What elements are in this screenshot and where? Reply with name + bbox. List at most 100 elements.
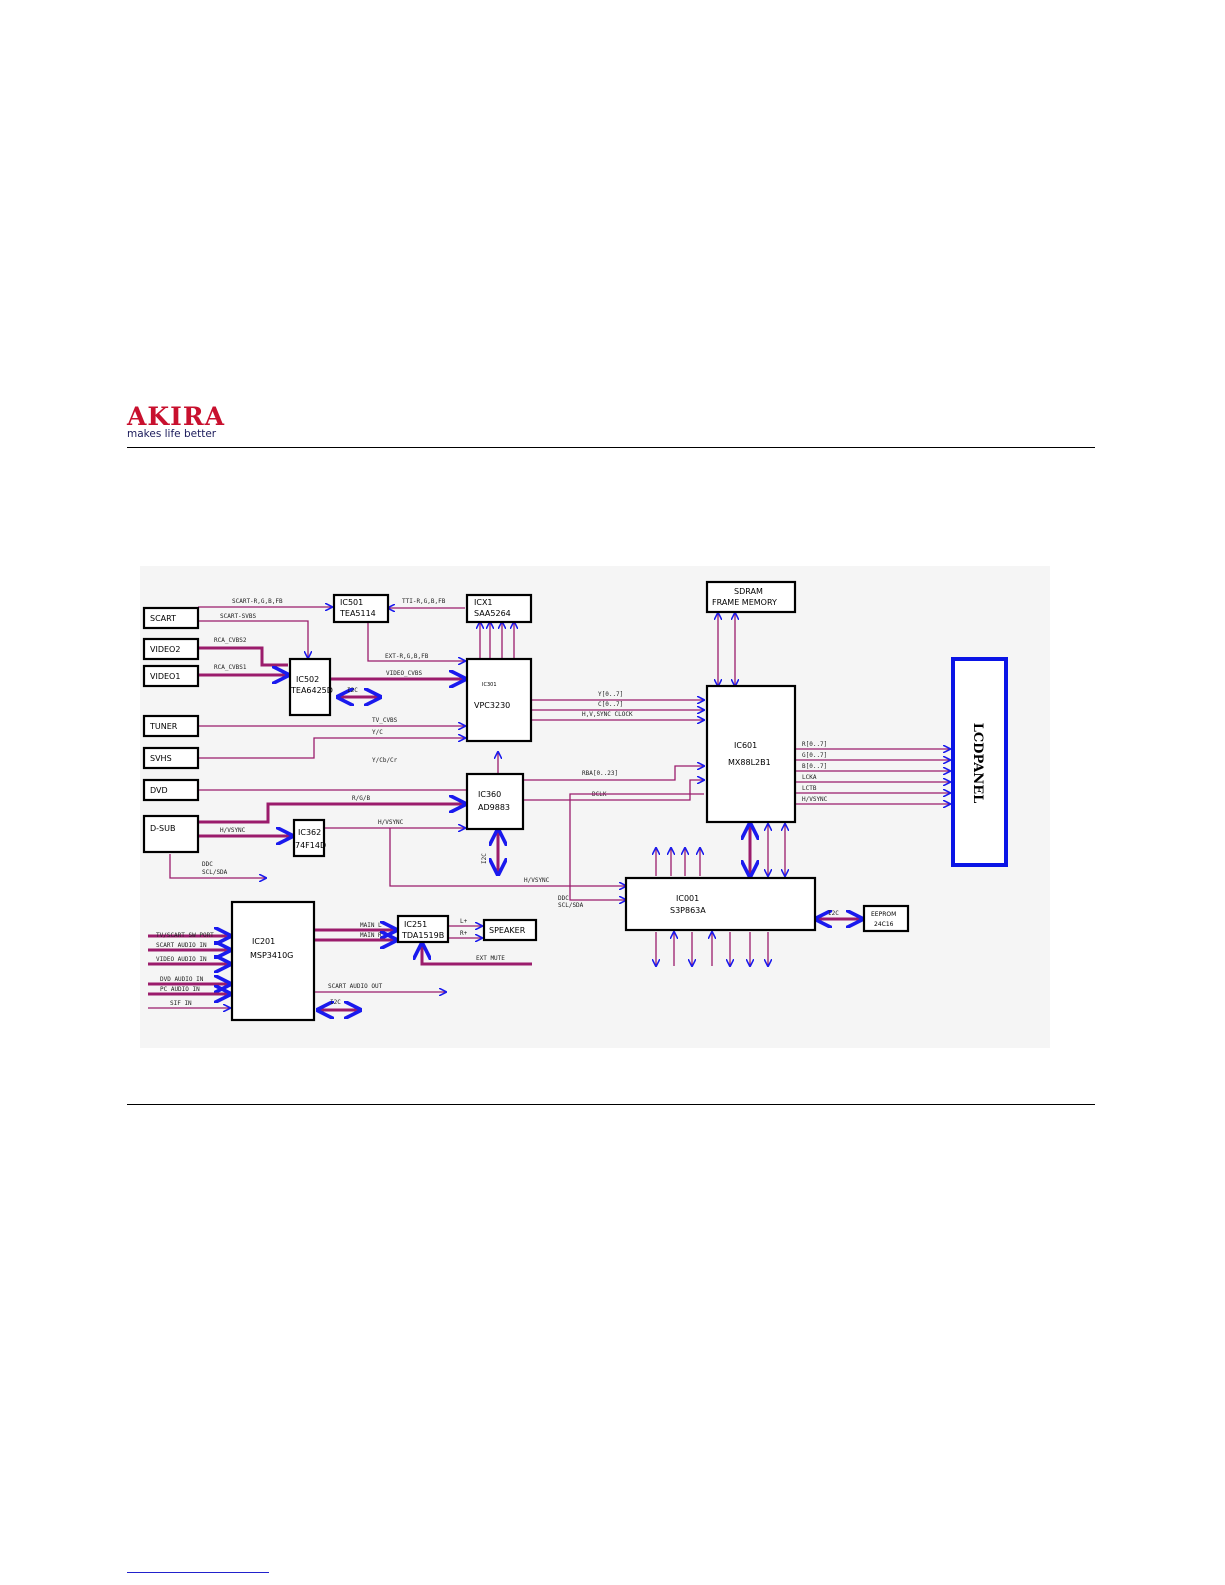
- svg-text:IC001: IC001: [676, 894, 699, 903]
- svg-text:S3P863A: S3P863A: [670, 906, 706, 915]
- svg-text:FRAME MEMORY: FRAME MEMORY: [712, 598, 777, 607]
- block-diagram: SCART-R,G,B,FB SCART-SVBS TTI-R,G,B,FB R…: [140, 566, 1050, 1048]
- wire-dclk: [524, 780, 704, 801]
- sig-hv-sync: H/VSYNC: [802, 796, 828, 803]
- block-video2: VIDEO2: [142, 637, 200, 661]
- sig-b-out: B[0..7]: [802, 763, 827, 770]
- svg-text:IC502: IC502: [296, 675, 319, 684]
- svg-text:SPEAKER: SPEAKER: [489, 926, 526, 935]
- sig-ext-rgb: EXT-R,G,B,FB: [385, 653, 429, 660]
- sig-scart-svbs: SCART-SVBS: [220, 613, 257, 620]
- svg-text:TUNER: TUNER: [149, 722, 178, 731]
- svg-text:TEA6425D: TEA6425D: [290, 686, 333, 695]
- svg-text:IC301: IC301: [482, 682, 497, 688]
- svg-text:TDA1519B: TDA1519B: [401, 931, 444, 940]
- block-speaker: SPEAKER: [482, 918, 538, 942]
- sig-r-out: R[0..7]: [802, 741, 827, 748]
- footer-link-underline[interactable]: [127, 1572, 269, 1573]
- svg-text:IC360: IC360: [478, 790, 501, 799]
- svg-text:IC362: IC362: [298, 828, 321, 837]
- sig-tti-rgb: TTI-R,G,B,FB: [402, 598, 446, 605]
- wire-hv-ic001: [389, 828, 626, 886]
- sig-ext-mute: EXT MUTE: [476, 955, 505, 962]
- svg-text:DVD: DVD: [150, 786, 168, 795]
- sig-rba: RBA[0..23]: [582, 770, 618, 777]
- block-dvd: DVD: [142, 778, 200, 802]
- sig-scart-audio-in: SCART AUDIO IN: [156, 942, 207, 949]
- sig-video-audio-in: VIDEO AUDIO IN: [156, 956, 207, 963]
- sig-tv-cvbs: TV_CVBS: [372, 717, 398, 724]
- block-icx1: ICX1 SAA5264: [465, 593, 533, 624]
- sig-i2c-b: I2C: [481, 853, 488, 864]
- block-sdram: SDRAM FRAME MEMORY: [705, 580, 797, 614]
- block-ic001: IC001 S3P863A: [624, 876, 817, 932]
- svg-text:74F14D: 74F14D: [295, 841, 326, 850]
- brand-tagline: makes life better: [127, 428, 217, 440]
- block-ic501: IC501 TEA5114: [332, 593, 390, 624]
- sig-tv-scart-sw: TV/SCART SW PORT: [156, 932, 214, 939]
- sig-video-cvbs: VIDEO_CVBS: [386, 670, 423, 677]
- wire-rba: [524, 766, 704, 781]
- svg-text:SAA5264: SAA5264: [474, 609, 511, 618]
- sig-ddc-a: DDC: [202, 861, 213, 868]
- svg-text:24C16: 24C16: [874, 921, 894, 928]
- svg-text:SCART: SCART: [150, 614, 176, 623]
- footer-rule: [127, 1104, 1095, 1105]
- sig-hvsync-a: H/VSYNC: [220, 827, 246, 834]
- svg-text:VPC3230: VPC3230: [474, 701, 510, 710]
- sig-rca-cvbs2: RCA_CVBS2: [214, 637, 247, 644]
- block-ic251: IC251 TDA1519B: [396, 914, 450, 944]
- block-eeprom: EEPROM 24C16: [862, 904, 910, 933]
- sig-scl-sda-a: SCL/SDA: [202, 869, 228, 876]
- sig-main-l: MAIN L: [360, 922, 382, 929]
- wire-scart-svbs: [198, 620, 308, 658]
- svg-text:MX88L2B1: MX88L2B1: [728, 758, 771, 767]
- sig-l-plus: L+: [460, 918, 468, 925]
- akira-logo: AKIRA makes life better: [127, 402, 237, 442]
- sig-i2c-c: I2C: [828, 910, 839, 917]
- sig-scart-audio-out: SCART AUDIO OUT: [328, 983, 383, 990]
- wire-ic601-ic001: [569, 793, 704, 900]
- sig-r-plus: R+: [460, 930, 468, 937]
- wire-video2: [198, 646, 288, 667]
- sig-y-out: Y[0..7]: [598, 691, 623, 698]
- sig-ddc-b: DDC: [558, 895, 569, 902]
- svg-text:IC501: IC501: [340, 598, 363, 607]
- block-lcdpanel: LCDPANEL: [951, 657, 1008, 867]
- sig-g-out: G[0..7]: [802, 752, 827, 759]
- sig-ycbcr: Y/Cb/Cr: [372, 757, 398, 764]
- svg-text:TEA5114: TEA5114: [339, 609, 376, 618]
- sig-lcka: LCKA: [802, 774, 817, 781]
- svg-text:IC601: IC601: [734, 741, 757, 750]
- sig-i2c-d: I2C: [330, 999, 341, 1006]
- svg-text:ICX1: ICX1: [474, 598, 493, 607]
- sig-hvsync-c: H/VSYNC: [524, 877, 550, 884]
- sig-hvsync-clock: H,V,SYNC CLOCK: [582, 711, 633, 718]
- wire-ext-rgb: [367, 621, 465, 661]
- block-tuner: TUNER: [142, 714, 200, 738]
- wire-svhs: [198, 738, 465, 759]
- wire-ddc: [169, 854, 266, 878]
- block-scart: SCART: [142, 606, 200, 630]
- sig-c-out: C[0..7]: [598, 701, 623, 708]
- svg-text:VIDEO2: VIDEO2: [150, 645, 180, 654]
- svg-text:LCDPANEL: LCDPANEL: [970, 723, 985, 804]
- sig-lcta: LCTB: [802, 785, 817, 792]
- block-video1: VIDEO1: [142, 664, 200, 688]
- sig-pc-audio-in: PC AUDIO IN: [160, 986, 200, 993]
- sig-main-r: MAIN R: [360, 932, 382, 939]
- block-ic601: IC601 MX88L2B1: [705, 684, 797, 824]
- header-rule: [127, 447, 1095, 448]
- svg-text:IC201: IC201: [252, 937, 275, 946]
- sig-i2c-a: I2C: [347, 687, 358, 694]
- svg-text:IC251: IC251: [404, 920, 427, 929]
- block-dsub: D-SUB: [142, 814, 200, 854]
- svg-text:AD9883: AD9883: [478, 803, 510, 812]
- block-svhs: SVHS: [142, 746, 200, 770]
- svg-text:VIDEO1: VIDEO1: [150, 672, 180, 681]
- block-ic502: IC502 TEA6425D: [288, 657, 333, 717]
- svg-text:MSP3410G: MSP3410G: [250, 951, 293, 960]
- sig-yc: Y/C: [372, 729, 383, 736]
- svg-text:SVHS: SVHS: [150, 754, 172, 763]
- block-vpc3230: IC301 VPC3230: [465, 657, 533, 743]
